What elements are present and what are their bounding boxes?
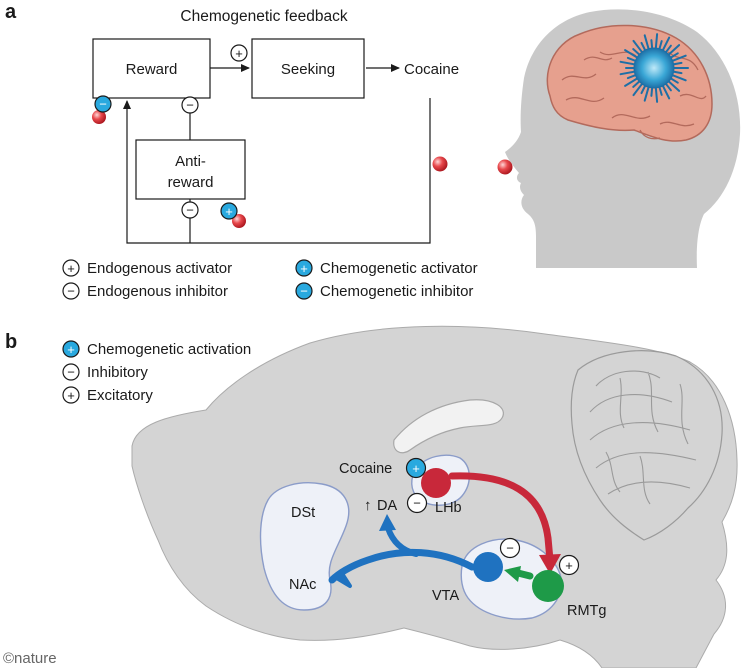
- minus-symbol: −: [181, 201, 199, 219]
- vta-to-da-arrowhead: [379, 514, 396, 531]
- vta-to-nac-arrowhead: [333, 570, 352, 588]
- nature-credit-logo: ©nature: [3, 650, 57, 667]
- drug-target-core: [633, 47, 675, 89]
- inhibitory-symbol-vta: −: [499, 537, 521, 559]
- legend-chemogenetic-inhibitor: − Chemogenetic inhibitor: [295, 282, 473, 300]
- svg-text:+: +: [67, 388, 75, 403]
- vta-neuron: [473, 552, 503, 582]
- dst-label: DSt: [291, 505, 315, 521]
- lhb-to-rmtg-pathway: [448, 472, 554, 564]
- svg-text:−: −: [413, 496, 421, 511]
- up-arrow-icon: ↑: [364, 497, 372, 514]
- svg-text:−: −: [186, 203, 194, 218]
- minus-symbol: −: [181, 96, 199, 114]
- rmtg-neuron: [532, 570, 564, 602]
- inhibitory-symbol-lhb: −: [406, 492, 428, 514]
- svg-text:−: −: [186, 98, 194, 113]
- svg-text:+: +: [67, 261, 75, 276]
- svg-text:+: +: [67, 342, 75, 357]
- legend-endogenous-inhibitor: − Endogenous inhibitor: [62, 282, 228, 300]
- plus-symbol: +: [230, 44, 248, 62]
- panel-a-title: Chemogenetic feedback: [180, 8, 347, 25]
- chemogenetic-activation-symbol: +: [405, 457, 427, 479]
- anti-reward-label-2: reward: [168, 174, 214, 191]
- chemogenetic-activator-symbol: +: [220, 202, 238, 220]
- panel-b-label: b: [5, 331, 17, 353]
- cocaine-molecule: [92, 110, 106, 124]
- svg-text:−: −: [506, 541, 514, 556]
- cocaine-molecule: [497, 159, 513, 175]
- svg-text:+: +: [300, 261, 308, 276]
- rmtg-to-vta-pathway: [514, 569, 534, 580]
- cocaine-molecule: [232, 214, 246, 228]
- reward-box: [92, 38, 211, 99]
- excitatory-symbol-rmtg: +: [558, 554, 580, 576]
- da-label: DA: [377, 498, 397, 514]
- svg-text:−: −: [99, 97, 107, 112]
- vta-label: VTA: [432, 588, 459, 604]
- svg-text:+: +: [412, 461, 420, 476]
- svg-text:Endogenous activator: Endogenous activator: [87, 260, 232, 277]
- svg-text:+: +: [235, 46, 243, 61]
- svg-text:−: −: [67, 284, 75, 299]
- svg-text:Chemogenetic inhibitor: Chemogenetic inhibitor: [320, 283, 473, 300]
- lhb-label: LHb: [435, 500, 462, 516]
- vta-to-da-branch: [385, 525, 419, 557]
- svg-text:Endogenous inhibitor: Endogenous inhibitor: [87, 283, 228, 300]
- svg-text:Inhibitory: Inhibitory: [87, 364, 148, 381]
- chemogenetic-inhibitor-symbol: −: [94, 95, 112, 113]
- anti-reward-box: [135, 139, 246, 200]
- legend-inhibitory: − Inhibitory: [62, 363, 148, 381]
- lhb-neuron: [421, 468, 451, 498]
- cocaine-molecule: [432, 156, 448, 172]
- svg-text:+: +: [565, 558, 573, 573]
- svg-text:−: −: [300, 284, 308, 299]
- svg-text:−: −: [67, 365, 75, 380]
- cocaine-label-b: Cocaine: [339, 461, 392, 477]
- legend-endogenous-activator: + Endogenous activator: [62, 259, 232, 277]
- panel-a-label: a: [5, 1, 17, 23]
- legend-chemogenetic-activator: + Chemogenetic activator: [295, 259, 478, 277]
- svg-text:+: +: [225, 204, 233, 219]
- seeking-label: Seeking: [281, 61, 335, 78]
- feedback-loop-line: [123, 98, 431, 244]
- rmtg-label: RMTg: [567, 603, 606, 619]
- svg-text:Chemogenetic activation: Chemogenetic activation: [87, 341, 251, 358]
- reward-label: Reward: [126, 61, 178, 78]
- legend-excitatory: + Excitatory: [62, 386, 153, 404]
- lhb-to-rmtg-arrowhead: [539, 554, 561, 574]
- svg-text:Excitatory: Excitatory: [87, 387, 153, 404]
- legend-chemogenetic-activation: + Chemogenetic activation: [62, 340, 251, 358]
- cocaine-label: Cocaine: [404, 61, 459, 78]
- svg-text:Chemogenetic activator: Chemogenetic activator: [320, 260, 478, 277]
- rmtg-to-vta-arrowhead: [504, 566, 521, 582]
- seeking-box: [251, 38, 365, 99]
- anti-reward-label-1: Anti-: [175, 153, 206, 170]
- nac-label: NAc: [289, 577, 316, 593]
